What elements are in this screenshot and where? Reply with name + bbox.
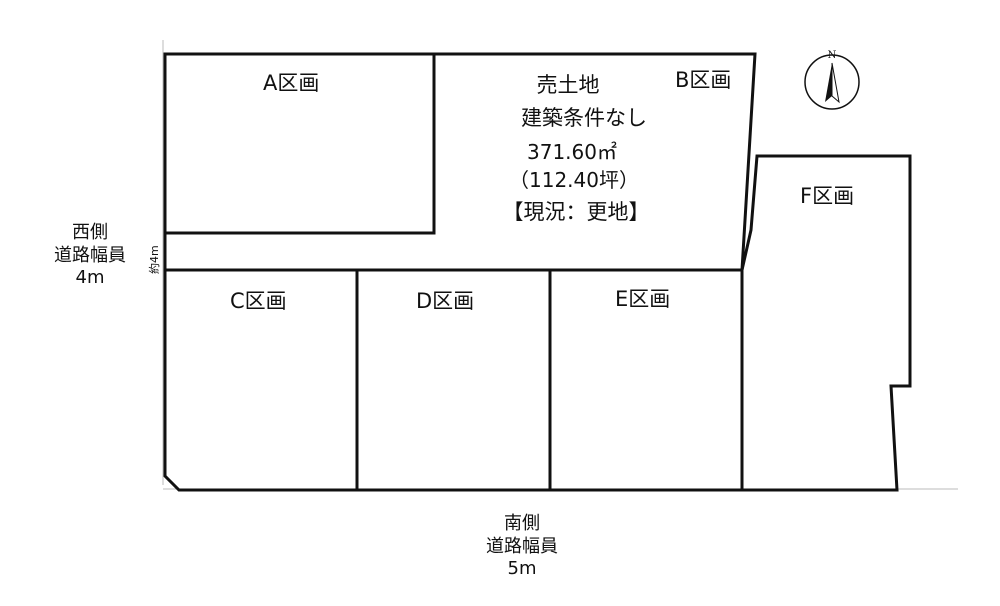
lot-b-label: B区画 — [675, 68, 732, 92]
west-road-line2: 道路幅員 — [54, 244, 126, 266]
lot-c-label: C区画 — [230, 289, 287, 313]
sale-subtitle: 建築条件なし — [521, 106, 647, 130]
sale-title: 売土地 — [536, 73, 600, 97]
west-road-label: 西側 道路幅員 4m — [54, 222, 126, 290]
sale-area-sqm: 371.60㎡ — [527, 140, 617, 164]
west-road-line1: 西側 — [72, 222, 108, 243]
sale-status: 【現況：更地】 — [502, 200, 650, 224]
west-road-line3: 4m — [75, 267, 105, 288]
driveway-width-note: 約4m — [148, 245, 161, 274]
lot-f-boundary — [740, 154, 912, 492]
lot-a-boundary — [165, 54, 436, 235]
lot-a-label: A区画 — [263, 71, 320, 95]
south-road-line1: 南側 — [504, 513, 540, 534]
south-road-line2: 道路幅員 — [486, 535, 558, 557]
sale-area-tsubo: （112.40坪） — [509, 168, 639, 192]
south-road-label: 南側 道路幅員 5m — [486, 513, 558, 581]
north-arrow-icon — [804, 54, 860, 110]
lot-d-label: D区画 — [416, 289, 475, 313]
lot-f-label: F区画 — [800, 184, 855, 208]
south-road-line3: 5m — [507, 558, 537, 579]
north-label: N — [827, 50, 837, 61]
main-block-outline — [163, 52, 757, 492]
lot-e-label: E区画 — [615, 287, 671, 311]
